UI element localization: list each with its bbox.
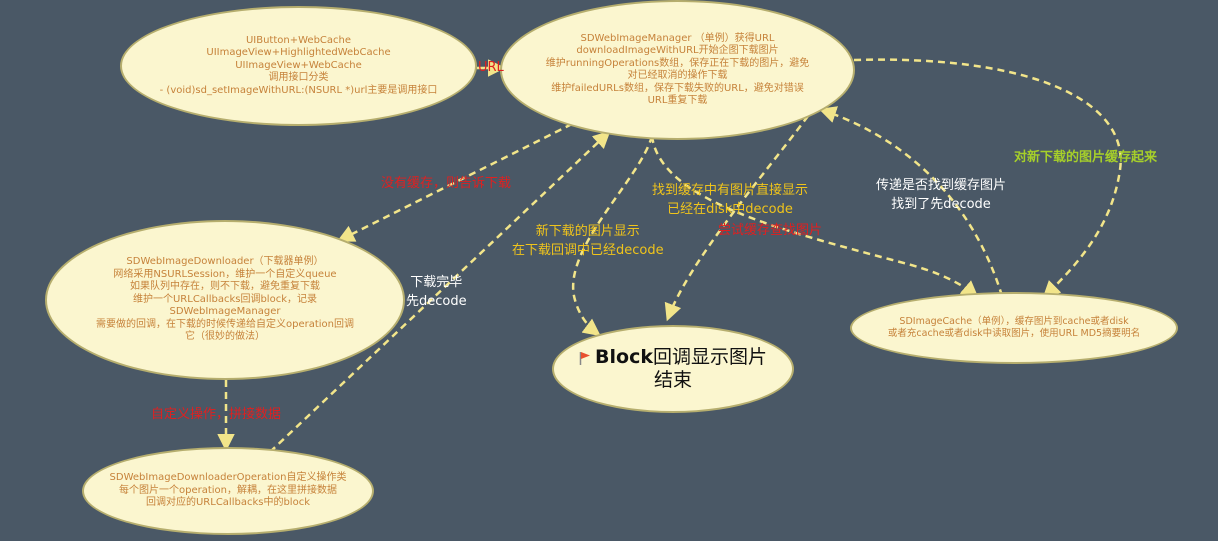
node-text: 回调对应的URLCallbacks中的block <box>145 497 310 509</box>
edge-manager-to-cache-try <box>650 135 979 299</box>
label-line: 找到缓存中有图片直接显示 <box>652 183 809 198</box>
label-line: 传递是否找到缓存图片 <box>876 178 1007 193</box>
label-line: 找到了先decode <box>891 197 991 212</box>
node-text: downloadImageWithURL开始企图下载图片 <box>576 45 779 56</box>
node-text: 维护一个URLCallbacks回调block，记录 <box>132 293 317 305</box>
label-url: URL <box>478 60 504 75</box>
node-text: SDImageCache（单例），缓存图片到cache或者disk <box>899 315 1129 327</box>
node-text: URL重复下载 <box>647 95 708 106</box>
label-download-done: 下载完毕 先decode <box>406 273 467 311</box>
edge-manager-to-cache-store <box>853 58 1122 299</box>
node-text: SDWebImageDownloader（下载器单例） <box>126 256 324 268</box>
label-line: 下载完毕 <box>410 275 463 290</box>
label-line: 先decode <box>406 294 467 309</box>
edge-manager-to-downloader <box>336 122 573 242</box>
operation-node: SDWebImageDownloaderOperation自定义操作类 每个图片… <box>82 447 374 535</box>
node-text: 或者充cache或者disk中读取图片，使用URL MD5摘要明名 <box>887 328 1141 339</box>
node-text: 如果队列中存在，则不下载，避免重复下载 <box>130 281 320 293</box>
node-text: 需要做的回调，在下载的时候传递给自定义operation回调 <box>95 318 354 330</box>
end-title-bold: Block <box>595 346 653 368</box>
node-text: UIImageView+WebCache <box>235 59 362 71</box>
node-text: - (void)sd_setImageWithURL:(NSURL *)url主… <box>159 84 438 96</box>
node-text: UIButton+WebCache <box>245 34 352 46</box>
end-title-rest: 回调显示图片 <box>652 346 767 368</box>
node-text: 维护failedURLs数组，保存下载失败的URL，避免对错误 <box>551 82 804 94</box>
cache-node: SDImageCache（单例），缓存图片到cache或者disk 或者充cac… <box>850 292 1178 364</box>
node-text: SDWebImageManager （单例）获得URL <box>580 32 775 44</box>
flag-icon <box>579 352 591 365</box>
category-node: UIButton+WebCache UIImageView+Highlighte… <box>120 6 477 126</box>
label-line: 新下载的图片显示 <box>535 224 640 239</box>
node-text: SDWebImageManager <box>169 306 281 318</box>
edge-operation-to-manager <box>269 130 611 453</box>
node-text: 调用接口分类 <box>268 72 329 84</box>
downloader-node: SDWebImageDownloader（下载器单例） 网络采用NSURLSes… <box>45 220 405 380</box>
node-text: 维护runningOperations数组，保存正在下载的图片，避免 <box>545 57 810 69</box>
edge-manager-to-end-cache <box>664 115 809 322</box>
end-title: Block回调显示图片 <box>579 346 767 369</box>
label-new-download: 新下载的图片显示 在下载回调中已经decode <box>512 222 664 260</box>
edge-cache-to-manager <box>818 106 1004 297</box>
node-text: SDWebImageDownloaderOperation自定义操作类 <box>109 472 347 484</box>
node-text: 每个图片一个operation，解耦，在这里拼接数据 <box>118 484 337 496</box>
node-text: 它（很妙的做法） <box>185 331 265 343</box>
label-pass-found: 传递是否找到缓存图片 找到了先decode <box>876 176 1006 214</box>
node-text: UIImageView+HighlightedWebCache <box>206 47 391 59</box>
label-found-in-cache: 找到缓存中有图片直接显示 已经在disk中decode <box>652 181 808 219</box>
label-try-cache: 尝试缓存查找图片 <box>718 223 823 238</box>
label-no-cache: 没有缓存，则告诉下载 <box>381 176 512 191</box>
node-text: 网络采用NSURLSession，维护一个自定义queue <box>113 268 337 280</box>
label-cache-new: 对新下载的图片缓存起来 <box>1014 150 1158 165</box>
node-text: 对已经取消的操作下载 <box>627 70 728 81</box>
edge-manager-to-end-new <box>571 135 654 337</box>
label-line: 已经在disk中decode <box>667 202 793 217</box>
label-custom-op: 自定义操作，拼接数据 <box>151 407 282 422</box>
end-subtitle: 结束 <box>653 369 692 391</box>
end-node: Block回调显示图片 结束 <box>552 325 794 413</box>
label-line: 在下载回调中已经decode <box>512 243 664 258</box>
manager-node: SDWebImageManager （单例）获得URL downloadImag… <box>500 0 855 140</box>
